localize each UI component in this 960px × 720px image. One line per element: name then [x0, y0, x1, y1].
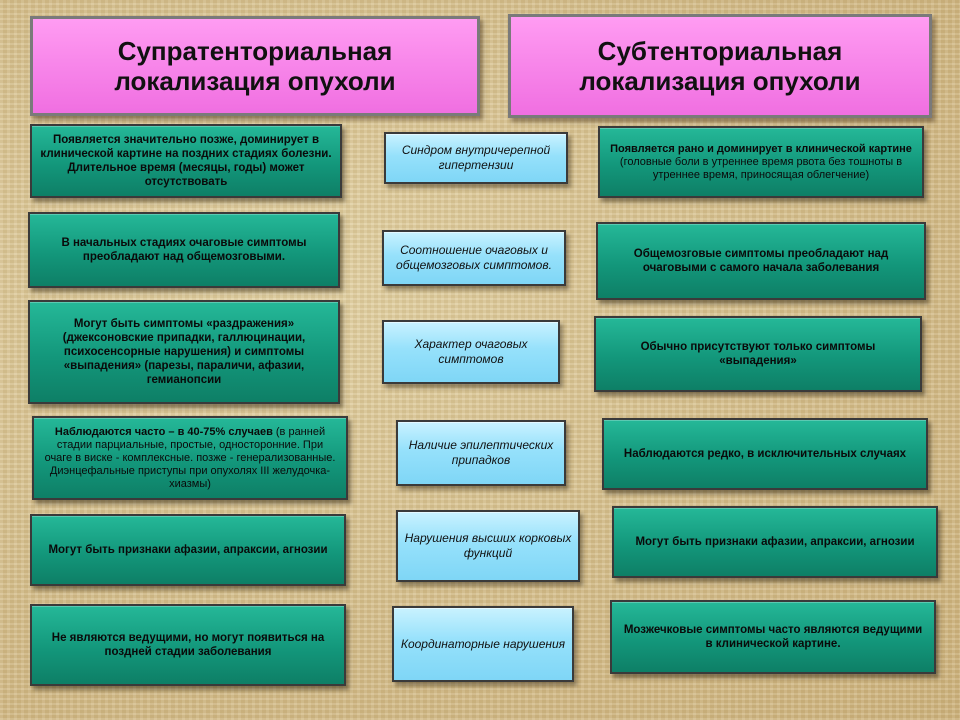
left-text-focal-character: Могут быть симптомы «раздражения» (джекс…	[62, 318, 306, 386]
criterion-cortical-text: Нарушения высших корковых функций	[404, 531, 572, 560]
left-text-epilepsy: Наблюдаются часто – в 40-75% случаев (в …	[42, 426, 338, 491]
right-text-epilepsy: Наблюдаются редко, в исключительных случ…	[623, 448, 907, 460]
right-text-symptom-ratio: Общемозговые симптомы преобладают над оч…	[633, 248, 889, 274]
left-text-epilepsy-rest: (в ранней стадии парциальные, простые, о…	[44, 425, 336, 490]
criterion-focal-character-text: Характер очаговых симптомов	[414, 337, 528, 366]
right-box-epilepsy: Наблюдаются редко, в исключительных случ…	[602, 418, 928, 490]
left-box-cortical: Могут быть признаки афазии, апраксии, аг…	[30, 514, 346, 586]
left-text-epilepsy-bold: Наблюдаются часто – в 40-75% случаев	[54, 425, 273, 438]
right-text-hypertension-rest: (головные боли в утреннее время рвота бе…	[619, 155, 903, 181]
criterion-cortical: Нарушения высших корковых функций	[396, 510, 580, 582]
left-text-cortical: Могут быть признаки афазии, апраксии, аг…	[48, 544, 328, 556]
left-text-symptom-ratio: В начальных стадиях очаговые симптомы пр…	[61, 237, 307, 263]
right-text-cortical: Могут быть признаки афазии, апраксии, аг…	[635, 536, 915, 548]
right-text-focal-character: Обычно присутствуют только симптомы «вып…	[640, 341, 876, 367]
criterion-coordination-text: Координаторные нарушения	[400, 636, 566, 651]
right-box-coordination: Мозжечковые симптомы часто являются веду…	[610, 600, 936, 674]
criterion-hypertension: Синдром внутричерепной гипертензии	[384, 132, 568, 184]
left-box-symptom-ratio: В начальных стадиях очаговые симптомы пр…	[28, 212, 340, 288]
right-text-hypertension-bold: Появляется рано и доминирует в клиническ…	[610, 142, 912, 155]
criterion-hypertension-text: Синдром внутричерепной гипертензии	[401, 143, 551, 172]
left-box-epilepsy: Наблюдаются часто – в 40-75% случаев (в …	[32, 416, 348, 500]
header-supratentorial: Супратенториальная локализация опухоли	[30, 16, 480, 116]
left-box-coordination: Не являются ведущими, но могут появиться…	[30, 604, 346, 686]
header-supratentorial-text: Супратенториальная локализация опухоли	[114, 36, 396, 96]
left-box-hypertension: Появляется значительно позже, доминирует…	[30, 124, 342, 198]
criterion-coordination: Координаторные нарушения	[392, 606, 574, 682]
right-box-cortical: Могут быть признаки афазии, апраксии, аг…	[612, 506, 938, 578]
criterion-symptom-ratio: Соотношение очаговых и общемозговых симп…	[382, 230, 566, 286]
right-text-coordination: Мозжечковые симптомы часто являются веду…	[623, 624, 923, 650]
left-text-coordination: Не являются ведущими, но могут появиться…	[51, 632, 325, 658]
criterion-symptom-ratio-text: Соотношение очаговых и общемозговых симп…	[396, 243, 552, 272]
left-box-focal-character: Могут быть симптомы «раздражения» (джекс…	[28, 300, 340, 404]
right-box-symptom-ratio: Общемозговые симптомы преобладают над оч…	[596, 222, 926, 300]
right-text-hypertension: Появляется рано и доминирует в клиническ…	[608, 143, 914, 182]
criterion-focal-character: Характер очаговых симптомов	[382, 320, 560, 384]
left-text-hypertension: Появляется значительно позже, доминирует…	[40, 134, 332, 188]
right-box-hypertension: Появляется рано и доминирует в клиническ…	[598, 126, 924, 198]
right-box-focal-character: Обычно присутствуют только симптомы «вып…	[594, 316, 922, 392]
header-subtentorial: Субтенториальная локализация опухоли	[508, 14, 932, 118]
criterion-epilepsy: Наличие эпилептических припадков	[396, 420, 566, 486]
header-subtentorial-text: Субтенториальная локализация опухоли	[579, 36, 861, 96]
criterion-epilepsy-text: Наличие эпилептических припадков	[408, 438, 554, 467]
